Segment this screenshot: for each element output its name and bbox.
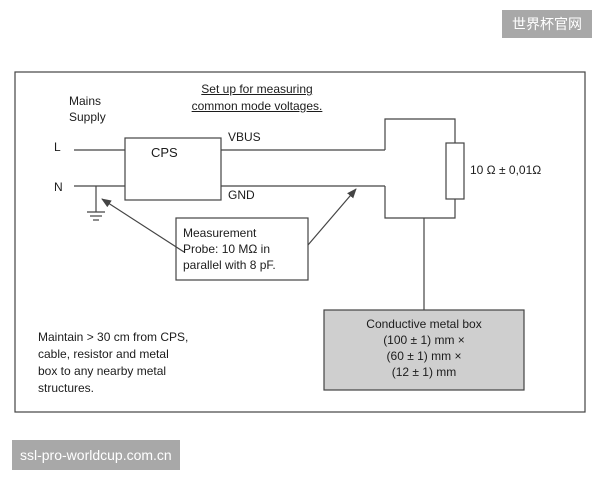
metal-box	[323, 309, 525, 391]
maintain-line-4: structures.	[38, 381, 95, 395]
resistor-fixture	[384, 118, 456, 219]
cps-label: CPS	[151, 145, 178, 160]
cps-box	[124, 137, 222, 201]
metal-box-line-4: (12 ± 1) mm	[391, 365, 457, 379]
gnd-label: GND	[228, 188, 255, 202]
maintain-line-1: Maintain > 30 cm from CPS,	[38, 330, 189, 344]
terminal-l-label: L	[54, 140, 61, 154]
probe-arrow-right	[307, 188, 357, 246]
title-line-2: common mode voltages.	[191, 99, 323, 113]
watermark-top: 世界杯官网	[502, 10, 592, 38]
resistor-value-label: 10 Ω ± 0,01Ω	[470, 163, 542, 177]
watermark-bottom: ssl-pro-worldcup.com.cn	[12, 440, 180, 470]
mains-line-2: Supply	[69, 110, 106, 124]
vbus-label: VBUS	[228, 130, 261, 144]
diagram-frame	[14, 71, 586, 413]
metal-box-label: Conductive metal box (100 ± 1) mm × (60 …	[324, 316, 524, 380]
metal-box-line-3: (60 ± 1) mm ×	[386, 349, 462, 363]
mains-line-1: Mains	[69, 94, 102, 108]
maintain-note: Maintain > 30 cm from CPS, cable, resist…	[38, 329, 188, 397]
probe-line-2: Probe: 10 MΩ in	[183, 242, 271, 256]
probe-line-1: Measurement	[183, 226, 257, 240]
ground-icon	[87, 211, 105, 221]
probe-label: Measurement Probe: 10 MΩ in parallel wit…	[183, 225, 276, 273]
maintain-line-3: box to any nearby metal	[38, 364, 167, 378]
probe-arrow-left	[101, 198, 185, 253]
diagram-title: Set up for measuring common mode voltage…	[150, 81, 364, 115]
title-line-1: Set up for measuring	[201, 82, 313, 96]
maintain-line-2: cable, resistor and metal	[38, 347, 169, 361]
probe-box	[175, 217, 309, 281]
metal-box-line-2: (100 ± 1) mm ×	[383, 333, 465, 347]
mains-supply-label: Mains Supply	[69, 93, 106, 125]
terminal-n-label: N	[54, 180, 63, 194]
resistor	[445, 142, 465, 200]
probe-line-3: parallel with 8 pF.	[183, 258, 276, 272]
metal-box-line-1: Conductive metal box	[366, 317, 482, 331]
